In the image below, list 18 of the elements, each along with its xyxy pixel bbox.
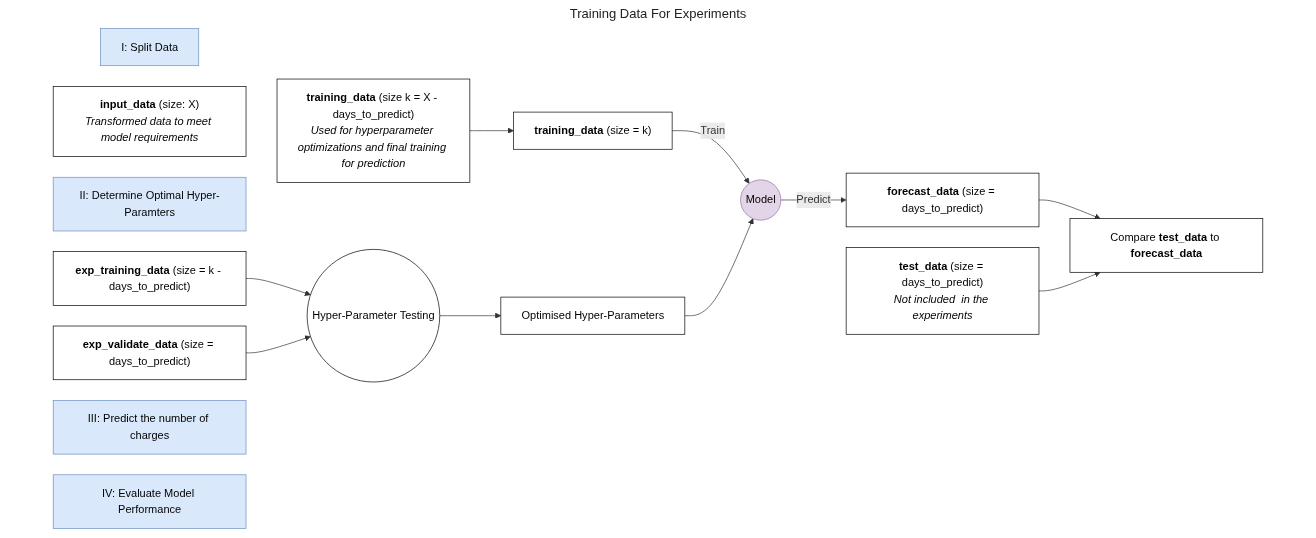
node-circle: Hyper-Parameter Testing	[306, 249, 441, 383]
edge-label: Predict	[796, 193, 831, 206]
note-text: Training Data For Experiments	[569, 6, 747, 21]
node-circle: Model	[740, 179, 782, 221]
node-box: III: Predict the number of charges	[52, 400, 247, 455]
node-box: IV: Evaluate Model Performance	[52, 474, 247, 529]
node-box: exp_training_data (size = k - days_to_predict)	[52, 251, 247, 306]
node-box: training_data (size = k)	[513, 111, 673, 150]
node-box: input_data (size: X) Transformed data to meet model requirements	[52, 86, 247, 157]
node-box: exp_validate_data (size = days_to_predict)	[52, 325, 247, 381]
node-box: Optimised Hyper-Parameters	[500, 296, 686, 335]
node-box: II: Determine Optimal Hyper-Paramters	[52, 176, 247, 232]
node-box: I: Split Data	[100, 28, 200, 67]
node-box: Compare test_data to forecast_data	[1069, 218, 1264, 273]
node-box: test_data (size = days_to_predict) Not included in the experiments	[845, 247, 1040, 335]
node-box: training_data (size k = X - days_to_predict) Used for hyperparameter optimizations and final training for prediction	[276, 78, 471, 183]
edge-label: Train	[700, 124, 726, 137]
node-box: forecast_data (size = days_to_predict)	[845, 172, 1040, 228]
